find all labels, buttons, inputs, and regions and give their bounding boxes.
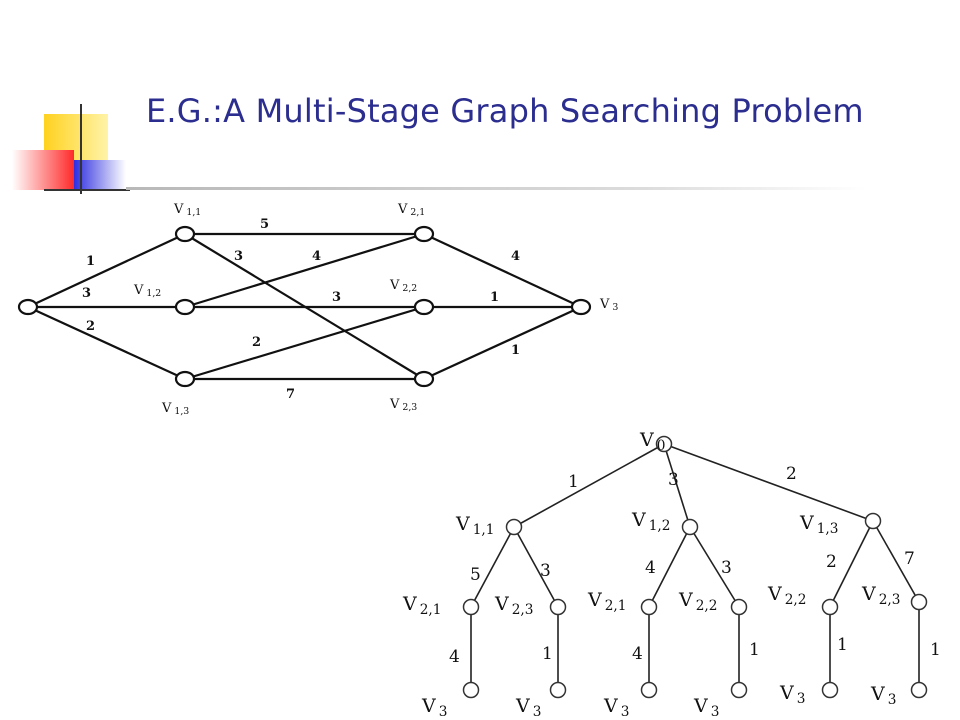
tree-edge-weight: 7 [904,549,915,569]
title-rule [126,187,866,190]
graph-edge-weight: 5 [260,217,269,232]
tree-edge-a2-b3 [648,526,691,608]
graph-edge-v13-v22 [184,305,425,381]
deco-red-bar [12,150,74,190]
graph-node-v22 [413,298,435,316]
tree-edge-weight: 1 [542,644,553,664]
tree-edge-weight: 4 [449,647,460,667]
graph-edge-v0-v13 [27,306,186,380]
tree-edge-a3-b5 [829,520,874,608]
graph-edge-weight: 3 [234,249,243,264]
tree-edge-r-a2 [663,443,691,528]
tree-node-r [655,435,673,453]
graph-edge-weight: 1 [86,254,95,269]
tree-node-c1 [462,681,480,699]
graph-edge-weight: 3 [332,290,341,305]
deco-blue-bar [74,160,126,190]
tree-edge-weight: 5 [470,565,481,585]
graph-node-v13 [174,370,196,388]
graph-node-v12 [174,298,196,316]
tree-edge-weight: 3 [721,558,732,578]
tree-node-c3 [640,681,658,699]
graph-edge-v23-v3 [423,306,582,380]
tree-node-b3 [640,598,658,616]
graph-node-v0 [17,298,39,316]
graph-edge-weight: 2 [252,335,261,350]
tree-edge-r-a3 [663,443,874,522]
tree-node-b6 [910,593,928,611]
tree-edge-a1-b2 [513,526,559,608]
tree-node-a3 [864,512,882,530]
graph-node-v21 [413,225,435,243]
graph-node-v11 [174,225,196,243]
tree-edge-weight: 1 [837,635,848,655]
tree-edge-weight: 2 [826,552,837,572]
tree-edge-weight: 2 [786,464,797,484]
graph-edge-weight: 2 [86,319,95,334]
tree-node-a1 [505,518,523,536]
graph-edge-v0-v11 [27,233,186,308]
tree-node-b5 [821,598,839,616]
tree-edge-weight: 1 [930,640,941,660]
tree-edge-weight: 1 [749,640,760,660]
graph-edge-weight: 1 [511,343,520,358]
graph-node-v23 [413,370,435,388]
tree-node-c4 [730,681,748,699]
tree-node-b4 [730,598,748,616]
graph-edge-weight: 1 [490,290,499,305]
tree-edge-weight: 1 [568,472,579,492]
tree-node-b1 [462,598,480,616]
tree-edge-weight: 3 [540,561,551,581]
graph-edge-weight: 4 [312,249,321,264]
tree-edge-a1-b1 [470,526,515,608]
tree-edge-r-a1 [513,443,665,528]
graph-edge-v21-v3 [423,233,582,308]
tree-node-b2 [549,598,567,616]
graph-node-v3 [570,298,592,316]
tree-node-a2 [681,518,699,536]
tree-edge-weight: 4 [632,644,643,664]
graph-edge-v12-v21 [184,232,425,309]
graph-edge-weight: 3 [82,286,91,301]
tree-node-c6 [910,681,928,699]
graph-edge-weight: 7 [286,387,295,402]
tree-edge-weight: 3 [668,470,679,490]
slide-title: E.G.:A Multi-Stage Graph Searching Probl… [146,92,864,130]
tree-edge-weight: 4 [645,558,656,578]
graph-edge-weight: 4 [511,249,520,264]
tree-edge-a3-b6 [872,520,920,603]
tree-edge-a2-b4 [689,526,740,608]
tree-node-c2 [549,681,567,699]
tree-node-c5 [821,681,839,699]
